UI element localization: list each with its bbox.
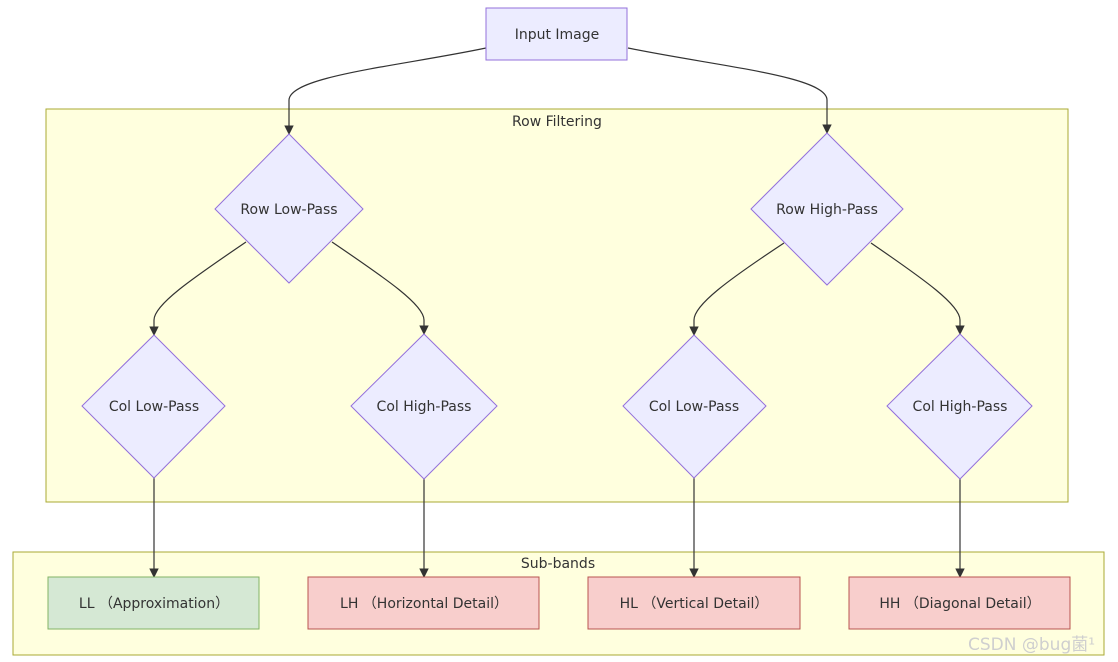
hl-vertical-detail-node: HL （Vertical Detail） (587, 576, 801, 630)
col-high-pass-node-2: Col High-Pass (886, 333, 1033, 480)
col-high-pass-label-2: Col High-Pass (913, 399, 1008, 415)
row-low-pass-node: Row Low-Pass (214, 133, 364, 284)
ll-approximation-node: LL （Approximation） (47, 576, 260, 630)
lh-label: LH （Horizontal Detail） (340, 596, 508, 612)
edge-row-high-col-low (689, 242, 785, 336)
col-low-pass-node-1: Col Low-Pass (81, 334, 226, 479)
edge-row-low-col-low (149, 241, 247, 336)
hl-label: HL （Vertical Detail） (620, 596, 769, 612)
edges (149, 47, 965, 578)
row-filtering-cluster: Row Filtering (45, 108, 1069, 503)
edge-input-row-low (284, 47, 487, 135)
input-image-label: Input Image (515, 27, 600, 43)
col-low-pass-node-2: Col Low-Pass (622, 334, 767, 479)
col-high-pass-node-1: Col High-Pass (350, 333, 498, 480)
hh-diagonal-detail-node: HH （Diagonal Detail） (848, 576, 1071, 630)
col-high-pass-label-1: Col High-Pass (377, 399, 472, 415)
lh-horizontal-detail-node: LH （Horizontal Detail） (307, 576, 540, 630)
ll-label: LL （Approximation） (79, 596, 229, 612)
row-high-pass-node: Row High-Pass (750, 132, 904, 286)
col-low-pass-label-1: Col Low-Pass (109, 399, 199, 415)
edge-row-high-col-high (870, 242, 965, 335)
edge-row-low-col-high (331, 241, 429, 335)
sub-bands-label: Sub-bands (521, 556, 595, 572)
row-high-pass-label: Row High-Pass (776, 202, 878, 218)
edge-input-row-high (627, 47, 832, 134)
hh-label: HH （Diagonal Detail） (879, 596, 1040, 612)
row-low-pass-label: Row Low-Pass (240, 202, 337, 218)
row-filtering-label: Row Filtering (512, 114, 602, 130)
csdn-watermark: CSDN @bug菌¹ (968, 635, 1096, 655)
input-image-node: Input Image (485, 7, 628, 61)
col-low-pass-label-2: Col Low-Pass (649, 399, 739, 415)
